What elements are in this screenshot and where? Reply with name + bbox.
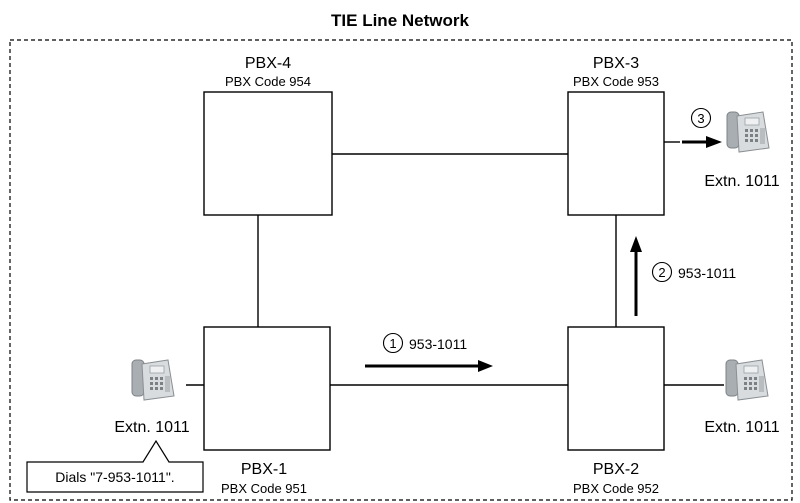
step1-number: 1	[389, 336, 396, 351]
network-title: TIE Line Network	[331, 11, 469, 30]
pbx2-name: PBX-2	[593, 461, 639, 478]
phone-pbx2-icon	[725, 359, 769, 401]
step2-label: 953-1011	[678, 265, 736, 281]
step1-arrow-head	[478, 360, 493, 372]
step2-arrow-head	[630, 236, 642, 252]
pbx3-code: PBX Code 953	[573, 74, 659, 89]
step2-number: 2	[658, 265, 665, 280]
network-boundary	[9, 39, 793, 501]
step3-circle	[690, 107, 712, 129]
phone-pbx3-label: Extn. 1011	[704, 173, 779, 190]
pbx1-box	[203, 326, 331, 451]
pbx1-name: PBX-1	[241, 461, 287, 478]
pbx1-code: PBX Code 951	[221, 481, 307, 496]
step1-label: 953-1011	[409, 336, 467, 352]
phone-pbx2-label: Extn. 1011	[704, 419, 779, 436]
pbx2-code: PBX Code 952	[573, 481, 659, 496]
phone-pbx3-icon	[726, 111, 770, 153]
pbx4-name: PBX-4	[245, 55, 291, 72]
pbx2-box	[567, 326, 665, 451]
step3-arrow-head	[706, 136, 722, 148]
pbx3-name: PBX-3	[593, 55, 639, 72]
pbx4-code: PBX Code 954	[225, 74, 311, 89]
phone-pbx1-icon	[131, 359, 175, 401]
pbx4-box	[203, 91, 333, 216]
step3-number: 3	[697, 111, 704, 126]
dial-callout-box	[26, 439, 204, 493]
pbx3-box	[567, 91, 665, 216]
phone-pbx1-label: Extn. 1011	[114, 419, 189, 436]
step1-circle	[382, 332, 404, 354]
step2-circle	[651, 261, 673, 283]
dial-callout-text: Dials "7-953-1011".	[55, 469, 174, 485]
